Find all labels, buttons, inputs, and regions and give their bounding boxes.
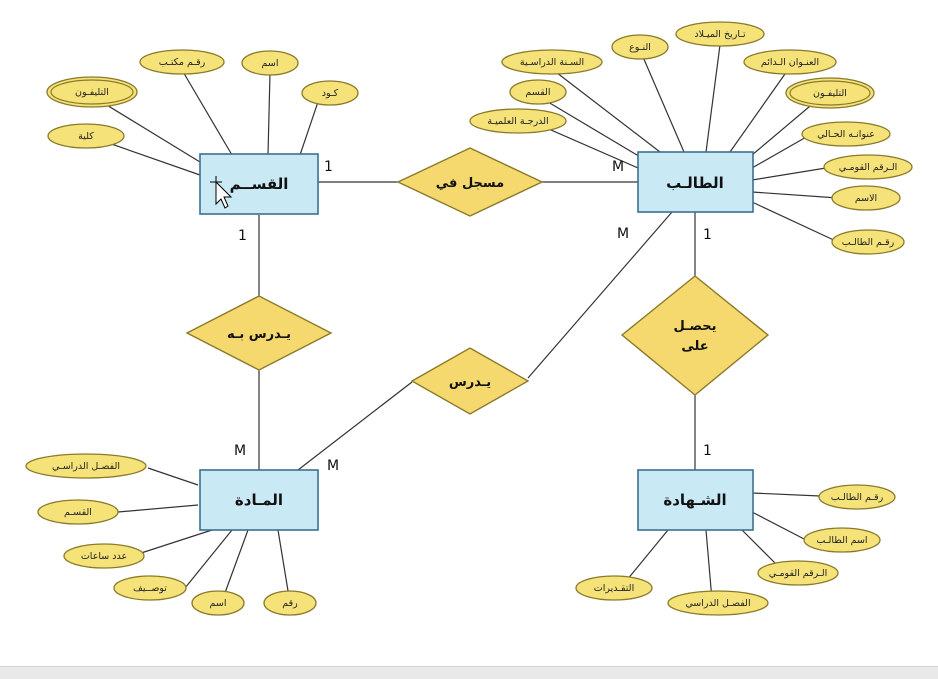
relationship-obtains: يحصـل على [620, 275, 770, 396]
attr-cert-semester-label: الفصـل الدراسي [685, 598, 750, 609]
attr-cert-student-no: رقـم الطالـب [818, 484, 896, 510]
attr-course-semester: الفصـل الدراسـي [25, 453, 147, 479]
card-cert-obtains: 1 [703, 443, 712, 459]
attr-student-permanent-address: العنـوان الـدائم [743, 49, 837, 75]
attr-course-semester-label: الفصـل الدراسـي [52, 461, 120, 472]
attr-student-dept: القسم [509, 79, 567, 105]
attr-student-school-year-label: السـنة الدراسـية [520, 57, 584, 68]
attr-student-degree-label: الدرجـة العلميـة [487, 116, 548, 127]
attr-dept-code: كـود [301, 80, 359, 106]
attr-cert-semester: الفصـل الدراسي [667, 590, 769, 616]
attr-student-student-no: رقـم الطالـب [831, 229, 905, 255]
attr-student-gender: النـوع [611, 34, 669, 60]
attr-student-permanent-address-label: العنـوان الـدائم [761, 57, 819, 68]
attr-student-dept-label: القسم [525, 87, 550, 98]
attr-cert-student-no-label: رقـم الطالـب [831, 492, 884, 503]
attr-course-number-label: رقم [282, 598, 298, 609]
relationship-obtains-label-1: يحصـل [673, 319, 716, 334]
attr-student-national-id-label: الـرقم القومـي [839, 162, 897, 173]
entity-department: القســم [199, 153, 319, 215]
relationship-taught-in-label: يـدرس بـه [227, 327, 291, 342]
attr-dept-phone-label: التليفـون [75, 87, 109, 98]
relationship-taught-in: يـدرس بـه [185, 295, 333, 371]
attr-dept-college: كلية [47, 123, 125, 149]
entity-student: الطالـب [637, 151, 754, 213]
attr-student-gender-label: النـوع [629, 42, 651, 53]
attr-course-description: توصــيف [113, 575, 187, 601]
card-student-studies: M [617, 226, 629, 242]
relationship-registered-in: مسجل في [396, 147, 544, 217]
entity-course-label: المـادة [235, 491, 283, 509]
bottom-bar [0, 666, 938, 679]
attr-student-name-label: الاسم [855, 193, 877, 204]
attr-student-phone: التليفـون [785, 77, 875, 109]
attr-student-school-year: السـنة الدراسـية [501, 49, 603, 75]
attr-dept-office-no-label: رقـم مكتـب [159, 57, 206, 68]
attr-dept-name-label: اسم [262, 58, 279, 69]
attr-student-student-no-label: رقـم الطالـب [842, 237, 895, 248]
connectors [91, 44, 839, 604]
attr-student-current-address-label: عنوانـه الحـالي [817, 129, 875, 140]
entity-student-label: الطالـب [666, 174, 724, 192]
attr-course-dept-label: القسـم [64, 507, 92, 518]
attr-student-name: الاسم [831, 185, 901, 211]
mouse-cursor-icon [210, 176, 233, 209]
relationship-studies: يـدرس [410, 347, 530, 415]
attr-course-name: اسم [191, 590, 245, 616]
attr-student-birth-date-label: تـاريخ الميـلاد [694, 29, 746, 40]
attr-course-hours-label: عدد ساعات [81, 551, 127, 562]
attr-student-birth-date: تـاريخ الميـلاد [675, 21, 765, 47]
attr-cert-national-id: الـرقم القومـي [757, 560, 839, 586]
attr-dept-name: اسم [241, 50, 299, 76]
card-dept-taught: 1 [238, 228, 247, 244]
attr-cert-grades-label: التقـديرات [594, 583, 634, 594]
entity-course: المـادة [199, 469, 319, 531]
attr-student-national-id: الـرقم القومـي [823, 154, 913, 180]
cardinalities: 1 M 1 M M M 1 1 [234, 159, 712, 474]
attr-dept-phone: التليفـون [46, 76, 138, 108]
attr-cert-student-name-label: اسم الطالـب [816, 535, 867, 546]
entity-department-label: القســم [230, 175, 289, 193]
relationship-obtains-label-2: على [681, 339, 708, 354]
attr-student-degree: الدرجـة العلميـة [469, 108, 567, 134]
attr-cert-grades: التقـديرات [575, 575, 653, 601]
card-course-taught: M [234, 443, 246, 459]
card-student-obtains: 1 [703, 227, 712, 243]
attr-cert-national-id-label: الـرقم القومـي [769, 568, 827, 579]
card-course-studies: M [327, 458, 339, 474]
attr-dept-college-label: كلية [78, 131, 94, 142]
attr-student-current-address: عنوانـه الحـالي [801, 121, 891, 147]
relationship-studies-label: يـدرس [449, 375, 491, 390]
attr-course-name-label: اسم [210, 598, 227, 609]
attr-cert-student-name: اسم الطالـب [803, 527, 881, 553]
entity-certificate: الشـهادة [637, 469, 754, 531]
attr-course-dept: القسـم [37, 499, 119, 525]
attr-course-number: رقم [263, 590, 317, 616]
relationship-registered-in-label: مسجل في [436, 176, 504, 191]
attr-course-hours: عدد ساعات [63, 543, 145, 569]
attr-dept-code-label: كـود [322, 88, 339, 99]
card-dept-registered: 1 [324, 159, 333, 175]
attr-course-description-label: توصــيف [133, 583, 167, 594]
attr-dept-office-no: رقـم مكتـب [139, 49, 225, 75]
attr-student-phone-label: التليفـون [813, 88, 847, 99]
card-student-registered: M [612, 159, 624, 175]
entity-certificate-label: الشـهادة [663, 491, 726, 509]
